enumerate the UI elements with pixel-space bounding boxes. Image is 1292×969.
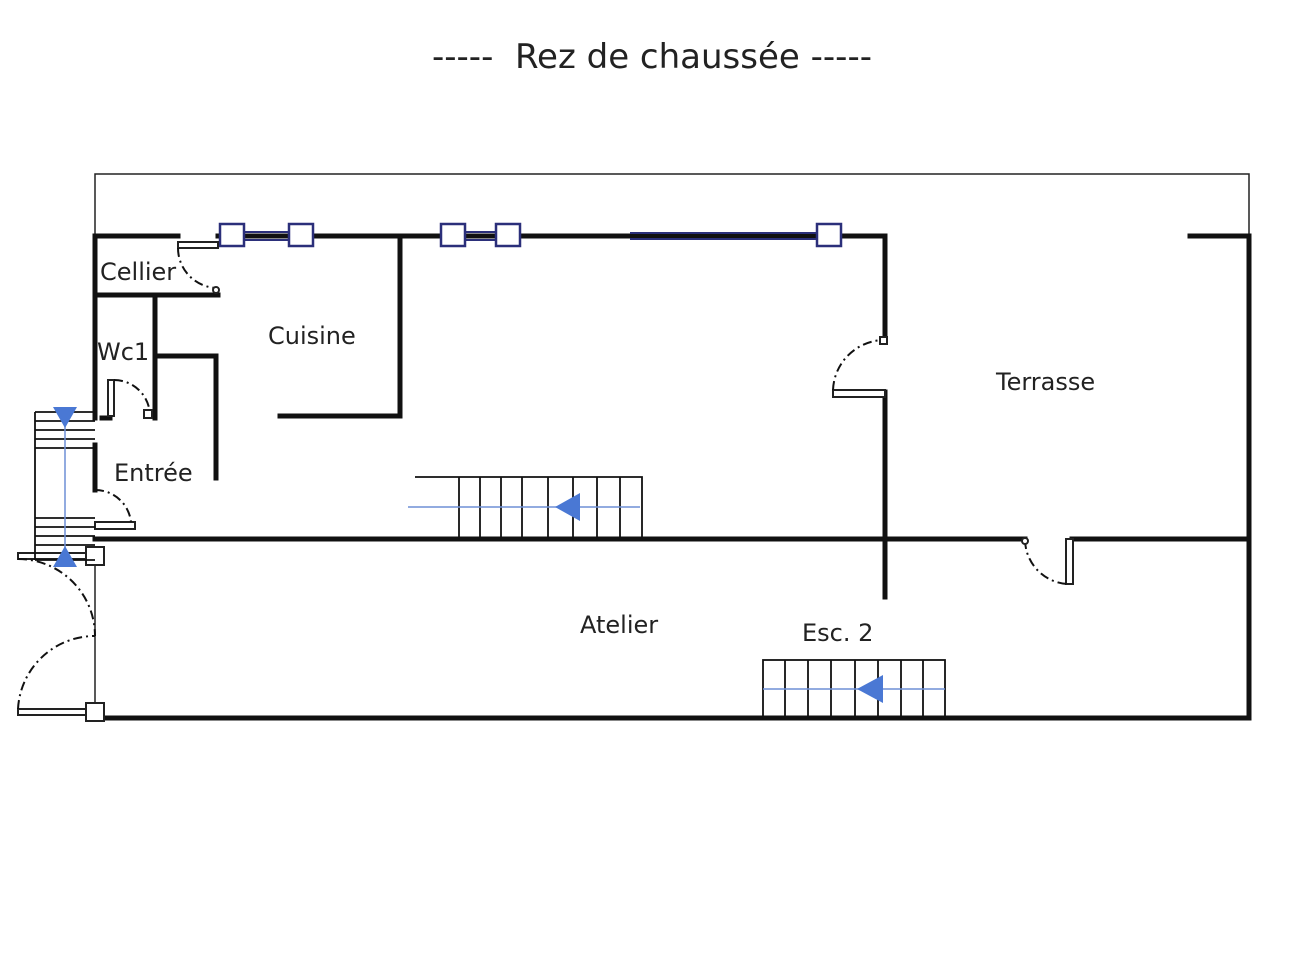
room-label-cellier: Cellier: [100, 258, 176, 286]
door-wc: [107, 379, 153, 419]
windows: [218, 222, 843, 248]
room-label-escalier: Esc. 2: [802, 619, 873, 647]
step-arrow-up-icon: [53, 546, 77, 567]
door-terrasse: [832, 336, 888, 398]
window-frame: [494, 222, 522, 248]
window-frame: [218, 222, 246, 248]
stair-arrow-icon: [857, 675, 883, 703]
door-entree: [94, 488, 136, 530]
door-cellier: [177, 241, 220, 294]
room-labels: Cellier Wc1 Cuisine Entrée Terrasse Atel…: [97, 258, 1095, 647]
window-frame: [815, 222, 843, 248]
stair-arrow-icon: [555, 493, 580, 521]
room-label-atelier: Atelier: [580, 611, 658, 639]
window-frame: [439, 222, 467, 248]
outer-boundary: [94, 173, 1250, 712]
room-label-entree: Entrée: [114, 459, 193, 487]
step-arrow-down-icon: [53, 407, 77, 428]
room-label-wc: Wc1: [97, 338, 149, 366]
door-atelier-terrasse: [1021, 537, 1074, 585]
room-label-cuisine: Cuisine: [268, 322, 356, 350]
staircase-1: [408, 476, 643, 539]
plan-title: ----- Rez de chaussée -----: [432, 37, 872, 77]
window-frame: [287, 222, 315, 248]
exterior-steps: [34, 407, 95, 567]
room-label-terrasse: Terrasse: [995, 368, 1095, 396]
doors: [17, 241, 1074, 722]
staircase-2: [762, 659, 946, 719]
walls: [92, 233, 1252, 721]
door-atelier-double: [17, 546, 105, 722]
